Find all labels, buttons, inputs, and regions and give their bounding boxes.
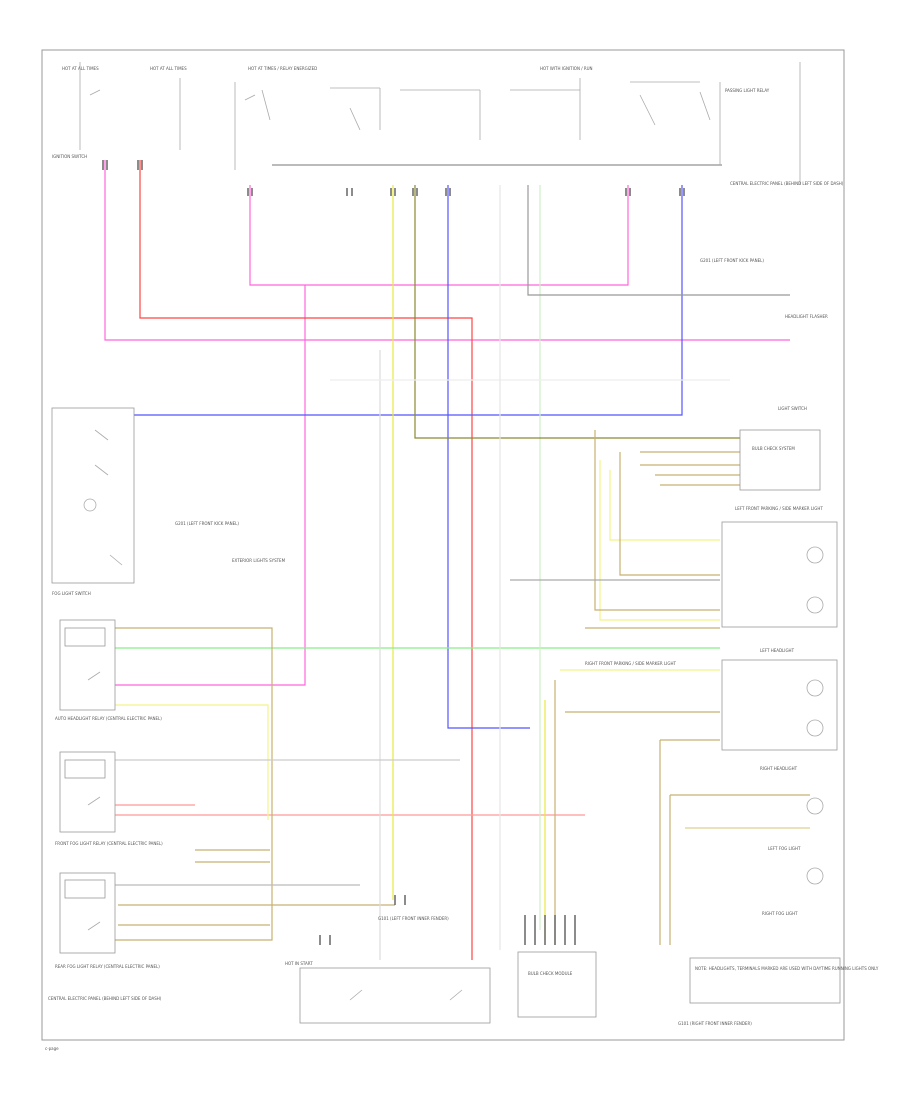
bulb-icon-5 [806,797,824,815]
label-ground-top-right: G201 (LEFT FRONT KICK PANEL) [700,258,764,263]
bulb-icon-4 [806,719,824,737]
label-fuse-top-2: HOT AT ALL TIMES [150,66,187,71]
label-ground-bottom-right: G101 (RIGHT FRONT INNER FENDER) [678,1021,752,1026]
label-left-headlight: LEFT HEADLIGHT [760,648,795,653]
connectors [102,160,685,945]
label-right-fog: RIGHT FOG LIGHT [762,911,798,916]
central-electric-panel-box [299,967,491,1024]
light-switch-box [51,407,135,584]
label-light-switch: LIGHT SWITCH [778,406,807,411]
bulb-icon-3 [806,679,824,697]
pink-wire-main [104,160,790,341]
label-right-headlight: RIGHT HEADLIGHT [760,766,798,771]
relay-coil-icon [64,627,106,647]
label-central-electric-panel: CENTRAL ELECTRIC PANEL (BEHIND LEFT SIDE… [48,996,162,1001]
label-fuse-top-3: HOT AT TIMES / RELAY ENERGIZED [248,66,317,71]
label-fog-light-switch: FOG LIGHT SWITCH [52,591,91,596]
label-central-junction: CENTRAL ELECTRIC PANEL (BEHIND LEFT SIDE… [730,181,844,186]
label-right-front-parking: RIGHT FRONT PARKING / SIDE MARKER LIGHT [585,661,676,666]
label-fuse-top-1: HOT AT ALL TIMES [62,66,99,71]
bulb-check-module-box [517,951,597,1018]
diagram-frame [41,49,845,1041]
bulb-icon-1 [806,546,824,564]
left-front-parking-light-box [721,521,838,628]
lamp-symbol-icon [83,498,97,512]
label-bulb-check-module: BULB CHECK MODULE [528,971,573,976]
grey-wire [527,185,790,296]
top-junction-area [79,62,801,185]
page-code: c-page [45,1046,59,1051]
label-relay-top-right: PASSING LIGHT RELAY [725,88,770,93]
label-fuse-top-4: HOT WITH IGNITION / RUN [540,66,593,71]
label-exterior-lights: EXTERIOR LIGHTS SYSTEM [232,558,286,563]
blue-wire-lower [447,185,530,729]
label-ground-mid-left: G201 (LEFT FRONT KICK PANEL) [175,521,239,526]
label-bulb-check-1: BULB CHECK SYSTEM [752,446,795,451]
bulb-check-system-box [739,429,821,491]
label-left-fog: LEFT FOG LIGHT [768,846,801,851]
bulb-icon-2 [806,596,824,614]
label-front-fog-relay: FRONT FOG LIGHT RELAY (CENTRAL ELECTRIC … [55,841,163,846]
bulb-icon-6 [806,867,824,885]
olive-wire [414,185,740,439]
tan-wire-relay [115,627,273,941]
note-box [689,957,841,1004]
label-left-front-parking: LEFT FRONT PARKING / SIDE MARKER LIGHT [735,506,823,511]
pink-wire-to-relay [115,285,306,686]
blue-wire-main [130,185,683,416]
label-auto-headlight-relay: AUTO HEADLIGHT RELAY (CENTRAL ELECTRIC P… [55,716,162,721]
label-hot-in-start: HOT IN START [285,961,313,966]
label-ground-bottom-mid: G101 (LEFT FRONT INNER FENDER) [378,916,449,921]
wires [104,160,810,960]
pink-wire-upper [249,185,629,286]
label-rear-fog-relay: REAR FOG LIGHT RELAY (CENTRAL ELECTRIC P… [55,964,160,969]
label-ignition-switch: IGNITION SWITCH [52,154,87,159]
left-headlight-box [721,659,838,751]
label-note-box: NOTE: HEADLIGHTS, TERMINALS MARKED ARE U… [695,966,879,971]
label-headlight-flash: HEADLIGHT FLASHER [785,314,828,319]
red-wire-main [139,160,473,960]
labels: HOT AT ALL TIMES HOT AT ALL TIMES HOT AT… [45,66,879,1051]
